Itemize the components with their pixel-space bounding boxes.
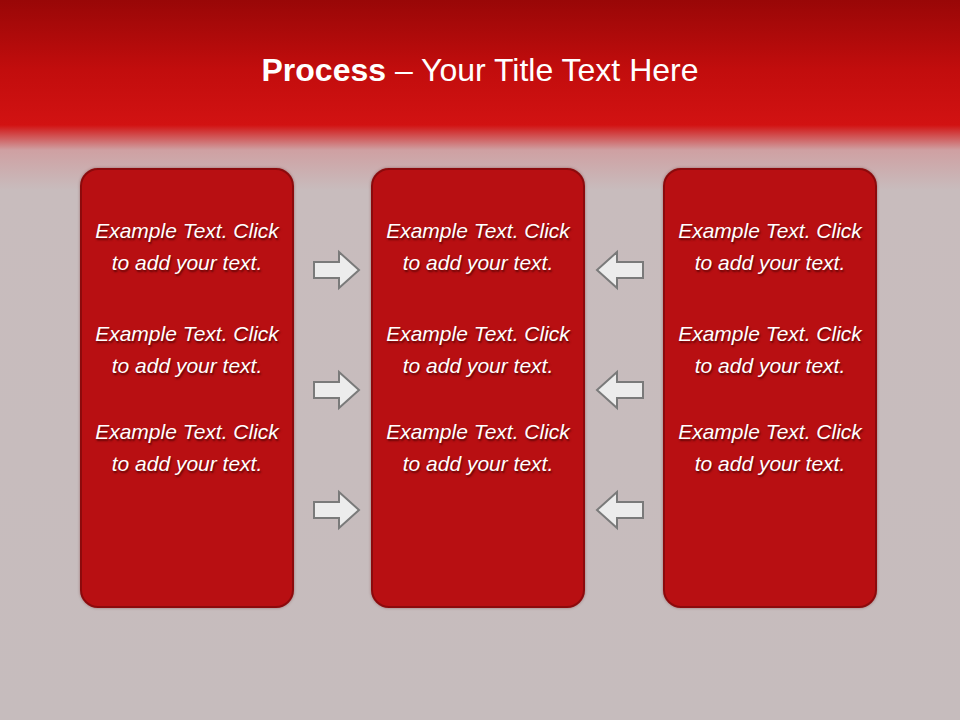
column-text: Example Text. Click to add your text. [92, 318, 282, 382]
column-text: Example Text. Click to add your text. [675, 318, 865, 382]
column-text: Example Text. Click to add your text. [675, 215, 865, 279]
column-text: Example Text. Click to add your text. [383, 215, 573, 279]
process-column: Example Text. Click to add your text. Exa… [663, 168, 877, 608]
column-text: Example Text. Click to add your text. [383, 416, 573, 480]
column-text: Example Text. Click to add your text. [92, 215, 282, 279]
block-arrow [314, 252, 359, 288]
block-arrow [597, 252, 643, 288]
process-column: Example Text. Click to add your text. Exa… [80, 168, 294, 608]
column-text: Example Text. Click to add your text. [92, 416, 282, 480]
block-arrow [314, 372, 359, 408]
block-arrow [597, 372, 643, 408]
block-arrow [314, 492, 359, 528]
block-arrow [597, 492, 643, 528]
process-column: Example Text. Click to add your text. Exa… [371, 168, 585, 608]
slide-title: Process – Your Title Text Here [0, 52, 960, 89]
column-text: Example Text. Click to add your text. [383, 318, 573, 382]
column-text: Example Text. Click to add your text. [675, 416, 865, 480]
